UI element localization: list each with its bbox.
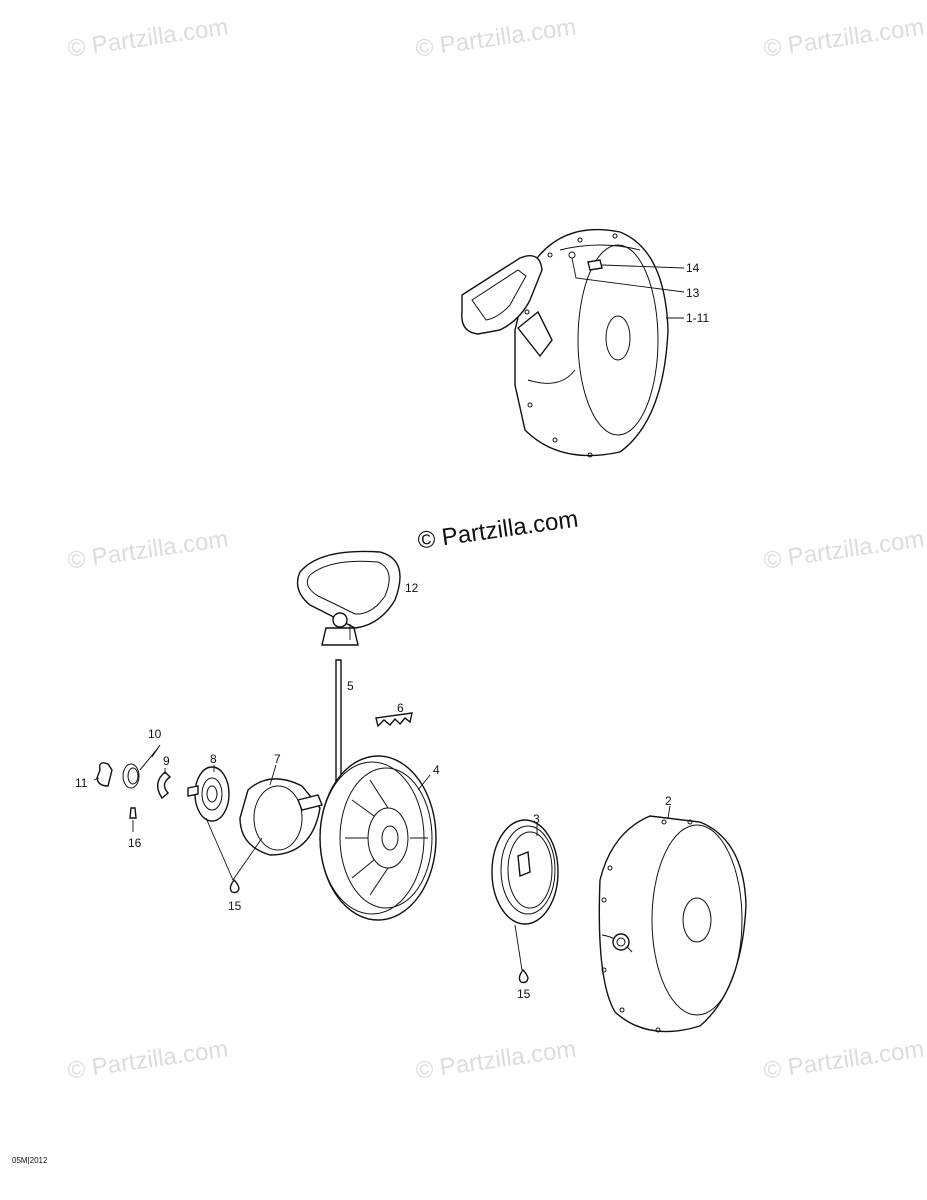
- callout-13: 13: [686, 286, 700, 300]
- callout-8: 8: [210, 752, 217, 766]
- callout-15-left: 15: [228, 899, 242, 913]
- assembled-rewind-starter: [461, 228, 669, 458]
- callout-3: 3: [533, 812, 540, 826]
- callout-14: 14: [686, 261, 700, 275]
- grease-drop-right: [518, 968, 529, 984]
- callout-11: 11: [75, 776, 88, 790]
- callout-4: 4: [433, 763, 440, 777]
- callout-1-11: 1-11: [686, 311, 710, 325]
- callout-15-right: 15: [517, 987, 531, 1001]
- drawing-code: 05M|2012: [12, 1156, 48, 1165]
- starter-handle: [296, 550, 401, 646]
- starter-housing: [598, 815, 747, 1033]
- callout-9: 9: [163, 754, 170, 768]
- callout-7: 7: [274, 752, 281, 766]
- callout-12: 12: [405, 581, 419, 595]
- callout-16: 16: [128, 836, 142, 850]
- callout-6: 6: [397, 701, 404, 715]
- rope-sheave: [319, 755, 437, 921]
- circlip: [157, 771, 172, 800]
- starter-rope: [335, 659, 342, 791]
- pawl: [375, 712, 413, 728]
- torsion-spring: [122, 747, 159, 789]
- rewind-spring: [491, 819, 559, 925]
- pulley: [239, 778, 323, 856]
- spring-plate: [187, 766, 230, 822]
- leader-lines: [93, 257, 685, 971]
- callout-2: 2: [665, 794, 672, 808]
- callout-10: 10: [148, 727, 162, 741]
- grease-drop-left: [229, 878, 240, 894]
- dowel: [129, 807, 137, 819]
- callout-5: 5: [347, 679, 354, 693]
- retaining-ring: [96, 762, 113, 787]
